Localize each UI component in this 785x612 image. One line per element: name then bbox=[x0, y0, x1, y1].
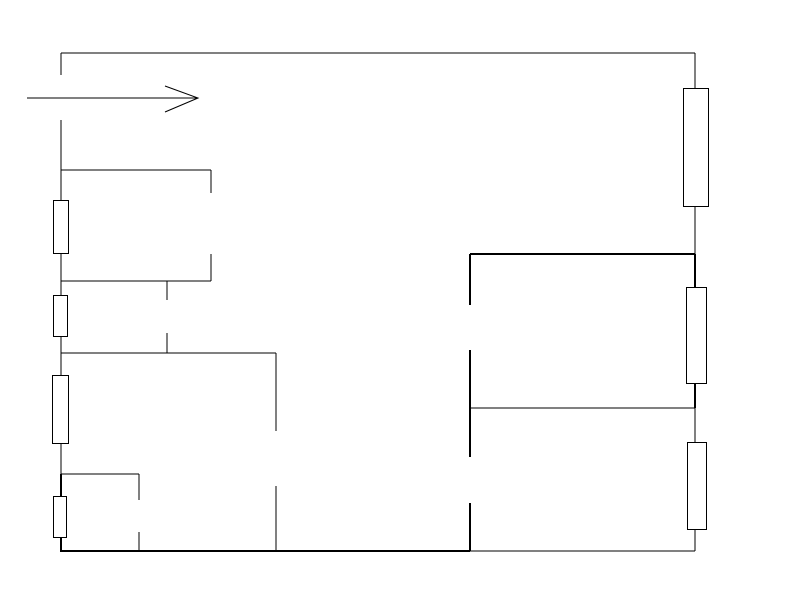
window-right-3 bbox=[687, 442, 707, 530]
windows bbox=[52, 88, 709, 538]
interior-walls-left bbox=[61, 169, 277, 551]
interior-walls-right bbox=[469, 253, 696, 551]
window-right-1 bbox=[683, 88, 709, 207]
window-right-2 bbox=[686, 287, 707, 384]
entrance-arrow-icon bbox=[27, 85, 200, 113]
window-left-2 bbox=[53, 295, 68, 337]
outer-walls bbox=[60, 52, 696, 552]
window-left-3 bbox=[52, 375, 69, 444]
window-left-4 bbox=[53, 496, 67, 538]
window-left-1 bbox=[53, 200, 69, 254]
